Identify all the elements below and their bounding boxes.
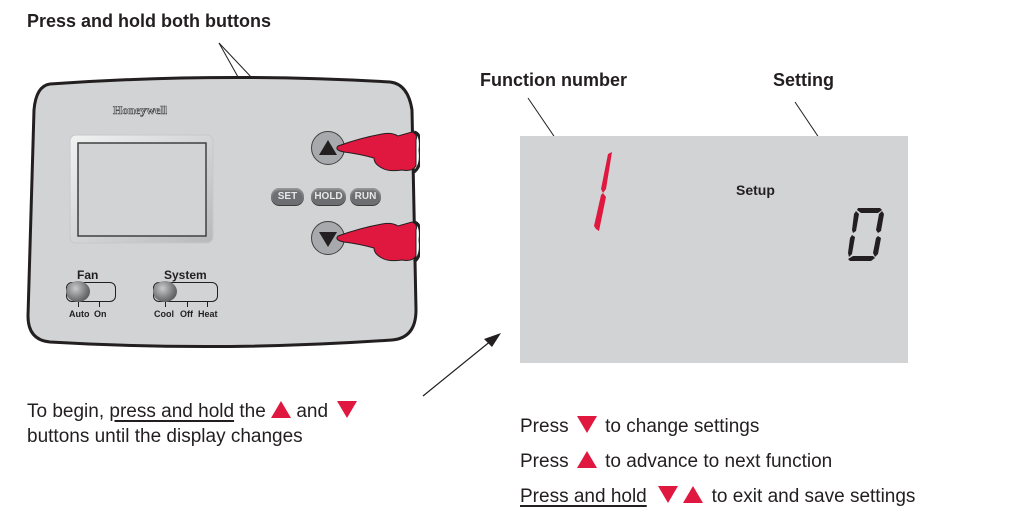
function-number-callout: Function number bbox=[480, 70, 627, 90]
tick bbox=[165, 302, 166, 307]
arrow-line bbox=[422, 339, 493, 397]
up-button[interactable] bbox=[311, 131, 345, 165]
setting-callout: Setting bbox=[773, 70, 834, 90]
tick bbox=[99, 302, 100, 307]
step-change-settings: Press to change settings bbox=[520, 416, 759, 438]
step-exit-save: Press and hold to exit and save settings bbox=[520, 486, 915, 508]
begin-instruction-line2: buttons until the display changes bbox=[27, 426, 303, 447]
system-switch[interactable] bbox=[153, 281, 218, 302]
tick bbox=[78, 302, 79, 307]
pointing-hand-icon bbox=[336, 220, 420, 264]
tick bbox=[207, 302, 208, 307]
system-position-off: Off bbox=[180, 309, 193, 319]
triangle-down-icon bbox=[658, 486, 679, 503]
hold-button[interactable]: HOLD bbox=[311, 188, 346, 205]
step-text: to advance to next function bbox=[605, 451, 833, 472]
fan-switch-label: Fan bbox=[77, 268, 99, 282]
down-button[interactable] bbox=[311, 221, 345, 255]
pointing-hand-icon bbox=[336, 130, 420, 174]
step-prefix: Press bbox=[520, 451, 569, 472]
fan-position-on: On bbox=[94, 309, 107, 319]
system-position-cool: Cool bbox=[154, 309, 174, 319]
system-position-heat: Heat bbox=[198, 309, 218, 319]
run-button[interactable]: RUN bbox=[350, 188, 381, 205]
begin-underlined: press and hold bbox=[109, 401, 235, 422]
fan-switch[interactable] bbox=[66, 281, 116, 302]
arrow-head-icon bbox=[484, 333, 501, 347]
triangle-up-icon bbox=[319, 140, 337, 155]
tick bbox=[187, 302, 188, 307]
triangle-down-icon bbox=[576, 416, 597, 433]
fan-switch-knob[interactable] bbox=[66, 281, 90, 302]
press-hold-both-callout: Press and hold both buttons bbox=[27, 11, 271, 31]
function-number-digit bbox=[594, 152, 612, 231]
setting-digit bbox=[848, 208, 884, 261]
begin-mid1: the bbox=[239, 401, 266, 422]
triangle-down-icon bbox=[319, 232, 337, 247]
triangle-up-icon bbox=[271, 401, 292, 418]
triangle-up-icon bbox=[683, 486, 704, 503]
triangle-up-icon bbox=[576, 451, 597, 468]
fan-position-auto: Auto bbox=[69, 309, 90, 319]
step-text: to exit and save settings bbox=[711, 486, 916, 507]
system-switch-knob[interactable] bbox=[153, 281, 177, 302]
step-advance-function: Press to advance to next function bbox=[520, 451, 832, 473]
system-switch-label: System bbox=[164, 268, 207, 282]
setup-label: Setup bbox=[736, 182, 775, 198]
lcd-display: Setup 1 0 bbox=[520, 136, 908, 363]
begin-instruction-line1: To begin, press and hold the and bbox=[27, 401, 358, 423]
triangle-down-icon bbox=[337, 401, 358, 418]
begin-mid2: and bbox=[296, 401, 329, 422]
step-text: to change settings bbox=[605, 416, 760, 437]
step-prefix: Press bbox=[520, 416, 569, 437]
brand-logo: Honeywell bbox=[113, 103, 168, 118]
step-prefix: Press and hold bbox=[520, 486, 647, 507]
set-button[interactable]: SET bbox=[271, 188, 304, 205]
begin-prefix: To begin, bbox=[27, 401, 105, 422]
